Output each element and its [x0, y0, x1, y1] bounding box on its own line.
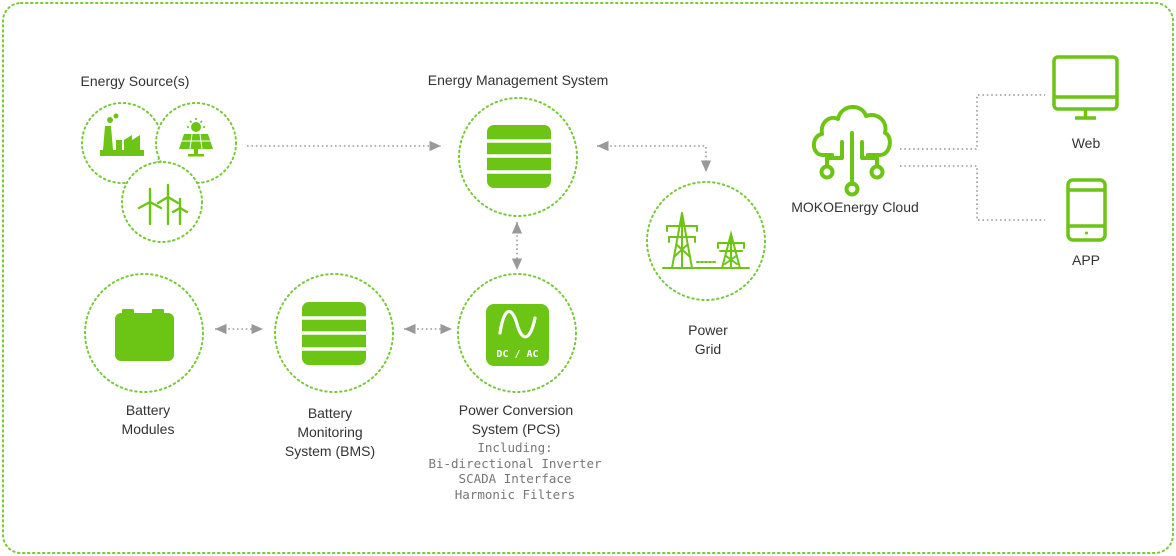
energy-sources-label: Energy Source(s): [80, 73, 190, 89]
solar-panel-icon: [179, 118, 213, 157]
connector-cloud-web: [900, 94, 1045, 150]
wind-turbine-icon: [137, 183, 189, 226]
cloud-label: MOKOEnergy Cloud: [791, 199, 919, 215]
smartphone-icon: [1066, 178, 1107, 242]
battery-icon: [115, 309, 174, 361]
cloud-network-icon: [811, 105, 892, 197]
power-plant-icon: [100, 113, 144, 156]
ems-label: Energy Management System: [427, 72, 609, 88]
monitor-icon: [1052, 55, 1119, 120]
dc-ac-label: DC / AC: [496, 349, 538, 360]
inverter-icon: DC / AC: [486, 304, 549, 366]
server-stack-icon: [487, 125, 551, 188]
grid-circle: [646, 181, 766, 301]
connector-ems-grid: [597, 140, 712, 172]
transmission-tower-icon: [662, 212, 750, 269]
app-label: APP: [1071, 252, 1100, 268]
source-circle-wind: [121, 161, 203, 243]
server-stack-icon: [302, 302, 366, 365]
web-label: Web: [1071, 135, 1101, 151]
